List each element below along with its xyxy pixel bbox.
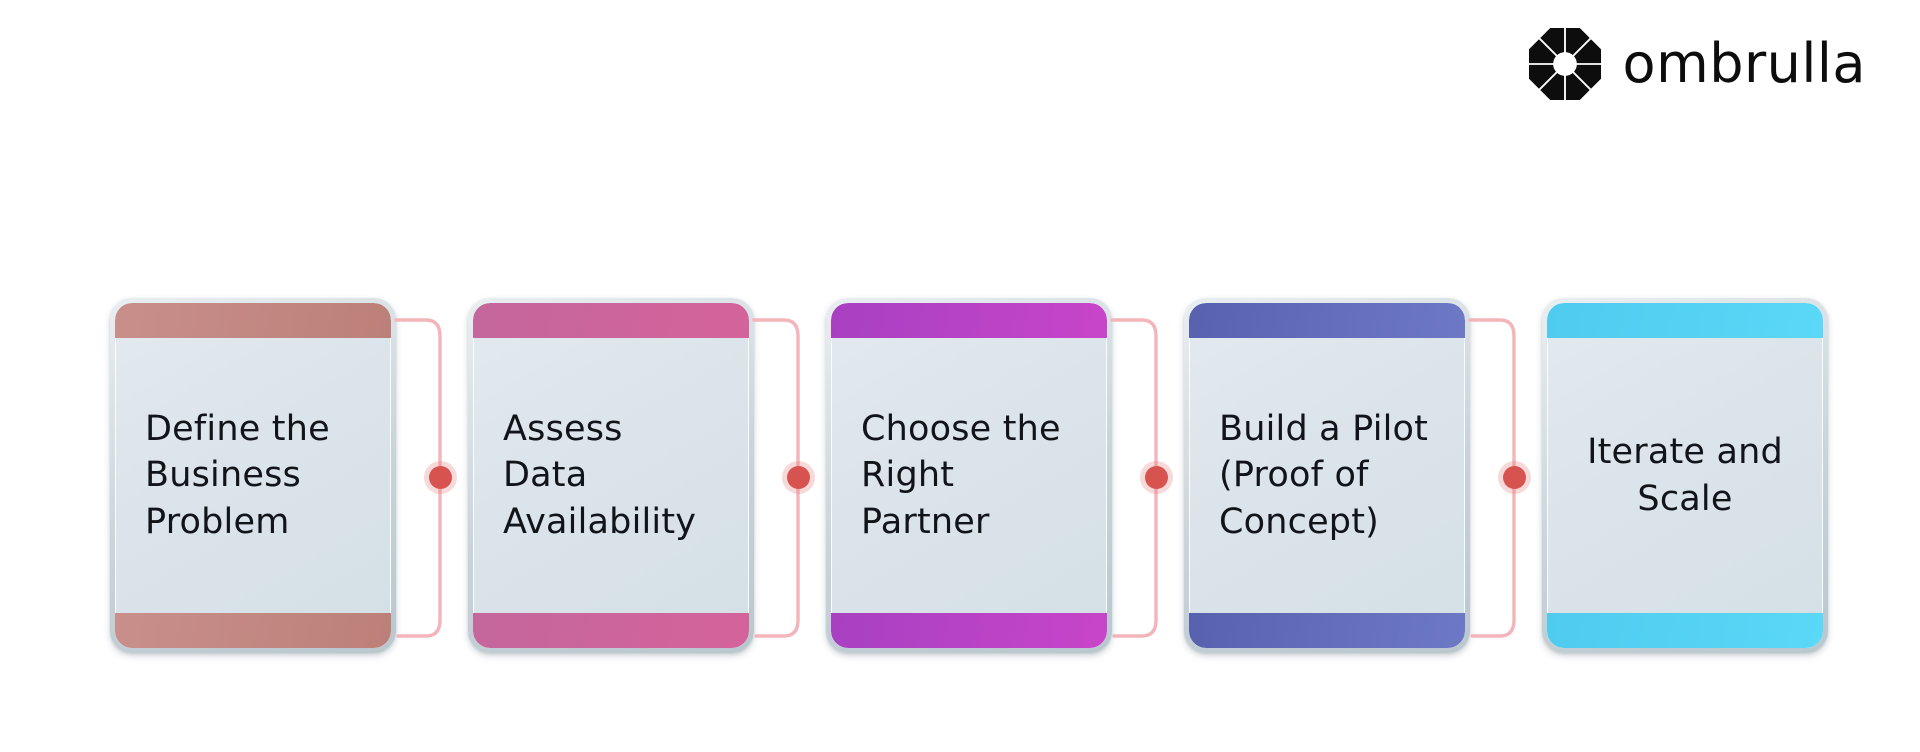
step-accent-bar-bottom (115, 613, 391, 648)
connector-path (752, 318, 800, 638)
connector-1-2 (394, 298, 468, 658)
step-title: Iterate and Scale (1587, 431, 1783, 519)
connector-2-3 (752, 298, 826, 658)
step-title: Define the Business Problem (145, 408, 330, 542)
step-accent-bar-top (1547, 303, 1823, 338)
step-card: Build a Pilot (Proof of Concept) (1189, 303, 1465, 648)
process-flow: Define the Business Problem Assess Data … (110, 298, 1910, 658)
connector-dot (429, 466, 452, 489)
step-card-body: Define the Business Problem (115, 338, 391, 613)
step-card-body: Assess Data Availability (473, 338, 749, 613)
step-accent-bar-top (1189, 303, 1465, 338)
step-title: Choose the Right Partner (861, 408, 1061, 542)
process-step-1[interactable]: Define the Business Problem (110, 298, 402, 658)
step-card-frame: Choose the Right Partner (826, 298, 1112, 653)
connector-path (394, 318, 442, 638)
brand-name: ombrulla (1622, 32, 1866, 95)
step-card-frame: Define the Business Problem (110, 298, 396, 653)
connector-path (1110, 318, 1158, 638)
connector-dot (1145, 466, 1168, 489)
brand-logo: ombrulla (1528, 28, 1866, 100)
step-card-frame: Iterate and Scale (1542, 298, 1828, 653)
step-accent-bar-bottom (831, 613, 1107, 648)
step-card: Assess Data Availability (473, 303, 749, 648)
step-card-frame: Build a Pilot (Proof of Concept) (1184, 298, 1470, 653)
connector-4-5 (1468, 298, 1542, 658)
connector-dot (787, 466, 810, 489)
connector-path (1468, 318, 1516, 638)
process-step-2[interactable]: Assess Data Availability (468, 298, 760, 658)
process-step-4[interactable]: Build a Pilot (Proof of Concept) (1184, 298, 1476, 658)
step-accent-bar-top (115, 303, 391, 338)
step-card-body: Build a Pilot (Proof of Concept) (1189, 338, 1465, 613)
step-title: Assess Data Availability (503, 408, 697, 542)
step-accent-bar-bottom (1189, 613, 1465, 648)
process-step-3[interactable]: Choose the Right Partner (826, 298, 1118, 658)
octagon-umbrella-icon (1528, 28, 1601, 100)
connector-3-4 (1110, 298, 1184, 658)
step-accent-bar-bottom (1547, 613, 1823, 648)
step-card: Iterate and Scale (1547, 303, 1823, 648)
connector-dot (1503, 466, 1526, 489)
step-accent-bar-top (831, 303, 1107, 338)
step-accent-bar-bottom (473, 613, 749, 648)
step-card: Define the Business Problem (115, 303, 391, 648)
step-card-frame: Assess Data Availability (468, 298, 754, 653)
step-card-body: Choose the Right Partner (831, 338, 1107, 613)
process-step-5[interactable]: Iterate and Scale (1542, 298, 1834, 658)
step-title: Build a Pilot (Proof of Concept) (1219, 408, 1429, 542)
step-card-body: Iterate and Scale (1547, 338, 1823, 613)
step-card: Choose the Right Partner (831, 303, 1107, 648)
step-accent-bar-top (473, 303, 749, 338)
